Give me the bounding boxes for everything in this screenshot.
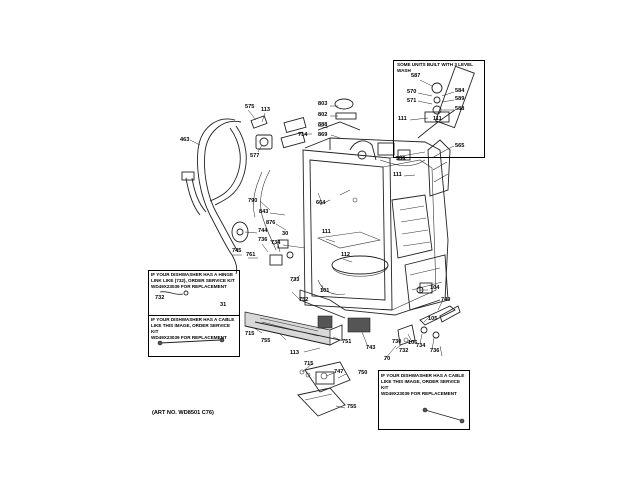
part-label: 70 <box>384 356 391 362</box>
module-743 <box>347 317 371 333</box>
part-label: 876 <box>266 220 276 226</box>
part-label: 715 <box>304 361 314 367</box>
leader-lines <box>189 79 455 409</box>
part-label: 664 <box>316 200 326 206</box>
hinge-link-illustration <box>159 291 184 295</box>
part-label: 734 <box>271 240 281 246</box>
bottom-motor-parts <box>297 361 351 417</box>
part-label: 715 <box>245 331 255 337</box>
cable-right-note: IF YOUR DISHWASHER HAS A CABLE LIKE THIS… <box>381 373 465 396</box>
part-label: 584 <box>455 88 465 94</box>
part-label: 734 <box>416 343 426 349</box>
part-label: 106 <box>408 340 418 346</box>
wire-harness-left-2 <box>253 171 263 218</box>
part-label: 586 <box>396 156 406 162</box>
part-label: 111 <box>398 116 407 122</box>
part-label: 749 <box>441 297 451 303</box>
wiring-parts <box>317 279 456 326</box>
part-label: 113 <box>261 107 271 113</box>
cable-right-end-b <box>459 418 465 424</box>
inset-3level-drawing <box>417 65 475 139</box>
part-label: 714 <box>298 132 308 138</box>
part-label: 30 <box>282 231 289 237</box>
part-label: 736 <box>430 348 440 354</box>
part-label: 463 <box>180 137 190 143</box>
part-label: 745 <box>232 248 242 254</box>
cable-left-note: IF YOUR DISHWASHER HAS A CABLE LIKE THIS… <box>151 317 235 340</box>
part-label: 888 <box>318 122 328 128</box>
part-label: 732 <box>399 348 409 354</box>
part-label: 803 <box>318 101 328 107</box>
part-label: 744 <box>258 228 268 234</box>
cable-left-illustration <box>159 339 221 344</box>
part-label: 101 <box>320 288 330 294</box>
control-panel-755 <box>244 311 343 346</box>
part-label: 733 <box>290 277 300 283</box>
inset-3level-box <box>393 60 485 158</box>
part-label: 732 <box>155 295 165 301</box>
part-label: 111 <box>393 172 402 178</box>
part-label: 588 <box>455 106 465 112</box>
cable-left-end-b <box>219 337 225 343</box>
part-label: 31 <box>220 302 227 308</box>
part-label: 843 <box>259 209 269 215</box>
part-label: 761 <box>246 252 256 258</box>
part-label: 111 <box>433 116 442 122</box>
cable-left-box <box>148 315 240 357</box>
part-label: 587 <box>411 73 421 79</box>
part-label: 589 <box>455 96 465 102</box>
part-label: 750 <box>358 370 368 376</box>
hinge-link-end <box>183 290 189 296</box>
part-label: 730 <box>392 339 402 345</box>
part-label: 575 <box>245 104 255 110</box>
part-label: 112 <box>341 252 351 258</box>
right-pump <box>379 139 451 197</box>
tub-assembly <box>299 137 449 319</box>
hinge-link-note: IF YOUR DISHWASHER HAS A HINGE LINK LIKE… <box>151 272 235 289</box>
part-label: 111 <box>322 229 331 235</box>
part-label: 570 <box>407 89 417 95</box>
upper-parts <box>349 140 395 161</box>
part-label: 736 <box>258 237 268 243</box>
cable-right-end-a <box>422 407 428 413</box>
part-label: 577 <box>250 153 260 159</box>
wire-harness-left <box>260 169 277 251</box>
left-valve-parts <box>231 221 306 266</box>
cable-right-box <box>378 370 470 430</box>
part-label: 755 <box>347 404 357 410</box>
part-label: 743 <box>366 345 376 351</box>
part-label: 752 <box>299 297 309 303</box>
inset-3level-title: SOME UNITS BUILT WITH 3 LEVEL WASH <box>397 62 473 73</box>
part-label: 565 <box>455 143 465 149</box>
part-label: 869 <box>318 132 328 138</box>
right-hinge-parts <box>397 305 461 346</box>
part-label: 571 <box>407 98 417 104</box>
part-label: 113 <box>290 350 300 356</box>
art-number: (ART NO. WD8501 C76) <box>152 410 214 416</box>
top-bracket-parts <box>250 98 361 150</box>
part-label: 105 <box>428 316 438 322</box>
drain-hose <box>181 118 247 275</box>
part-label: 802 <box>318 112 328 118</box>
part-label: 790 <box>248 198 258 204</box>
part-label: 751 <box>342 339 352 345</box>
part-label: 755 <box>261 338 271 344</box>
cable-left-end-a <box>157 340 163 346</box>
cable-right-illustration <box>424 409 461 421</box>
part-label: 104 <box>430 285 440 291</box>
part-label: 747 <box>334 369 344 375</box>
